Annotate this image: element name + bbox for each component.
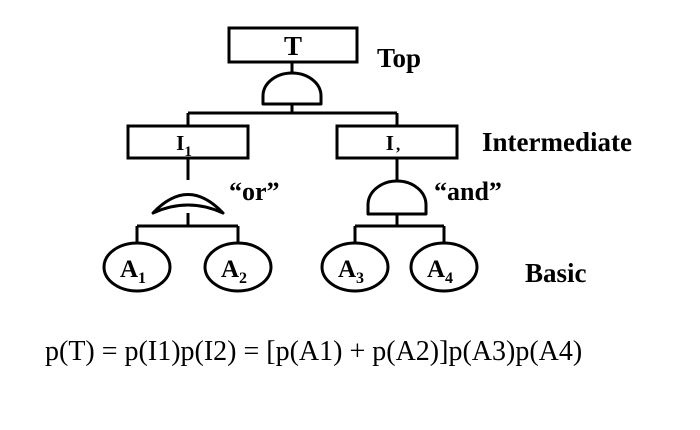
basic-event-label-2: A — [221, 256, 239, 283]
svg-text:A2: A2 — [221, 256, 247, 287]
and-gate — [366, 179, 428, 216]
basic-event-subscript-3: 3 — [356, 270, 364, 287]
top-event-node: T — [227, 26, 359, 64]
basic-event-subscript-1: 1 — [138, 270, 146, 287]
probability-formula: p(T) = p(I1)p(I2) = [p(A1) + p(A2)]p(A3)… — [45, 336, 583, 367]
svg-text:I1: I1 — [176, 131, 192, 160]
intermediate-event-subscript-1: 1 — [184, 144, 192, 160]
intermediate-event-subscript-2: , — [396, 135, 400, 154]
or-gate-label: “or” — [229, 177, 280, 206]
basic-event-node-4: A4 — [409, 241, 479, 293]
basic-level-label: Basic — [525, 258, 587, 288]
basic-event-label-1: A — [120, 256, 138, 283]
intermediate-event-node-1: I1 — [126, 124, 250, 160]
svg-text:I,: I, — [386, 131, 400, 155]
intermediate-event-node-2: I, — [335, 124, 459, 160]
basic-event-node-2: A2 — [203, 241, 273, 293]
svg-text:T: T — [284, 31, 302, 61]
or-gate — [151, 193, 225, 215]
svg-text:A4: A4 — [427, 256, 453, 287]
top-level-label: Top — [377, 43, 421, 73]
basic-event-node-3: A3 — [320, 241, 390, 293]
basic-event-node-1: A1 — [102, 241, 172, 293]
basic-event-subscript-4: 4 — [445, 270, 453, 287]
basic-event-label-3: A — [338, 256, 356, 283]
intermediate-event-label-1: I — [176, 131, 184, 155]
svg-text:A1: A1 — [120, 256, 146, 287]
top-event-label: T — [284, 31, 302, 61]
top-and-gate — [261, 71, 323, 106]
basic-event-label-4: A — [427, 256, 445, 283]
connector-lines — [135, 62, 446, 244]
basic-event-subscript-2: 2 — [239, 270, 247, 287]
intermediate-event-label-2: I — [386, 131, 394, 155]
svg-text:A3: A3 — [338, 256, 364, 287]
and-gate-label: “and” — [434, 177, 502, 206]
intermediate-level-label: Intermediate — [482, 127, 632, 157]
